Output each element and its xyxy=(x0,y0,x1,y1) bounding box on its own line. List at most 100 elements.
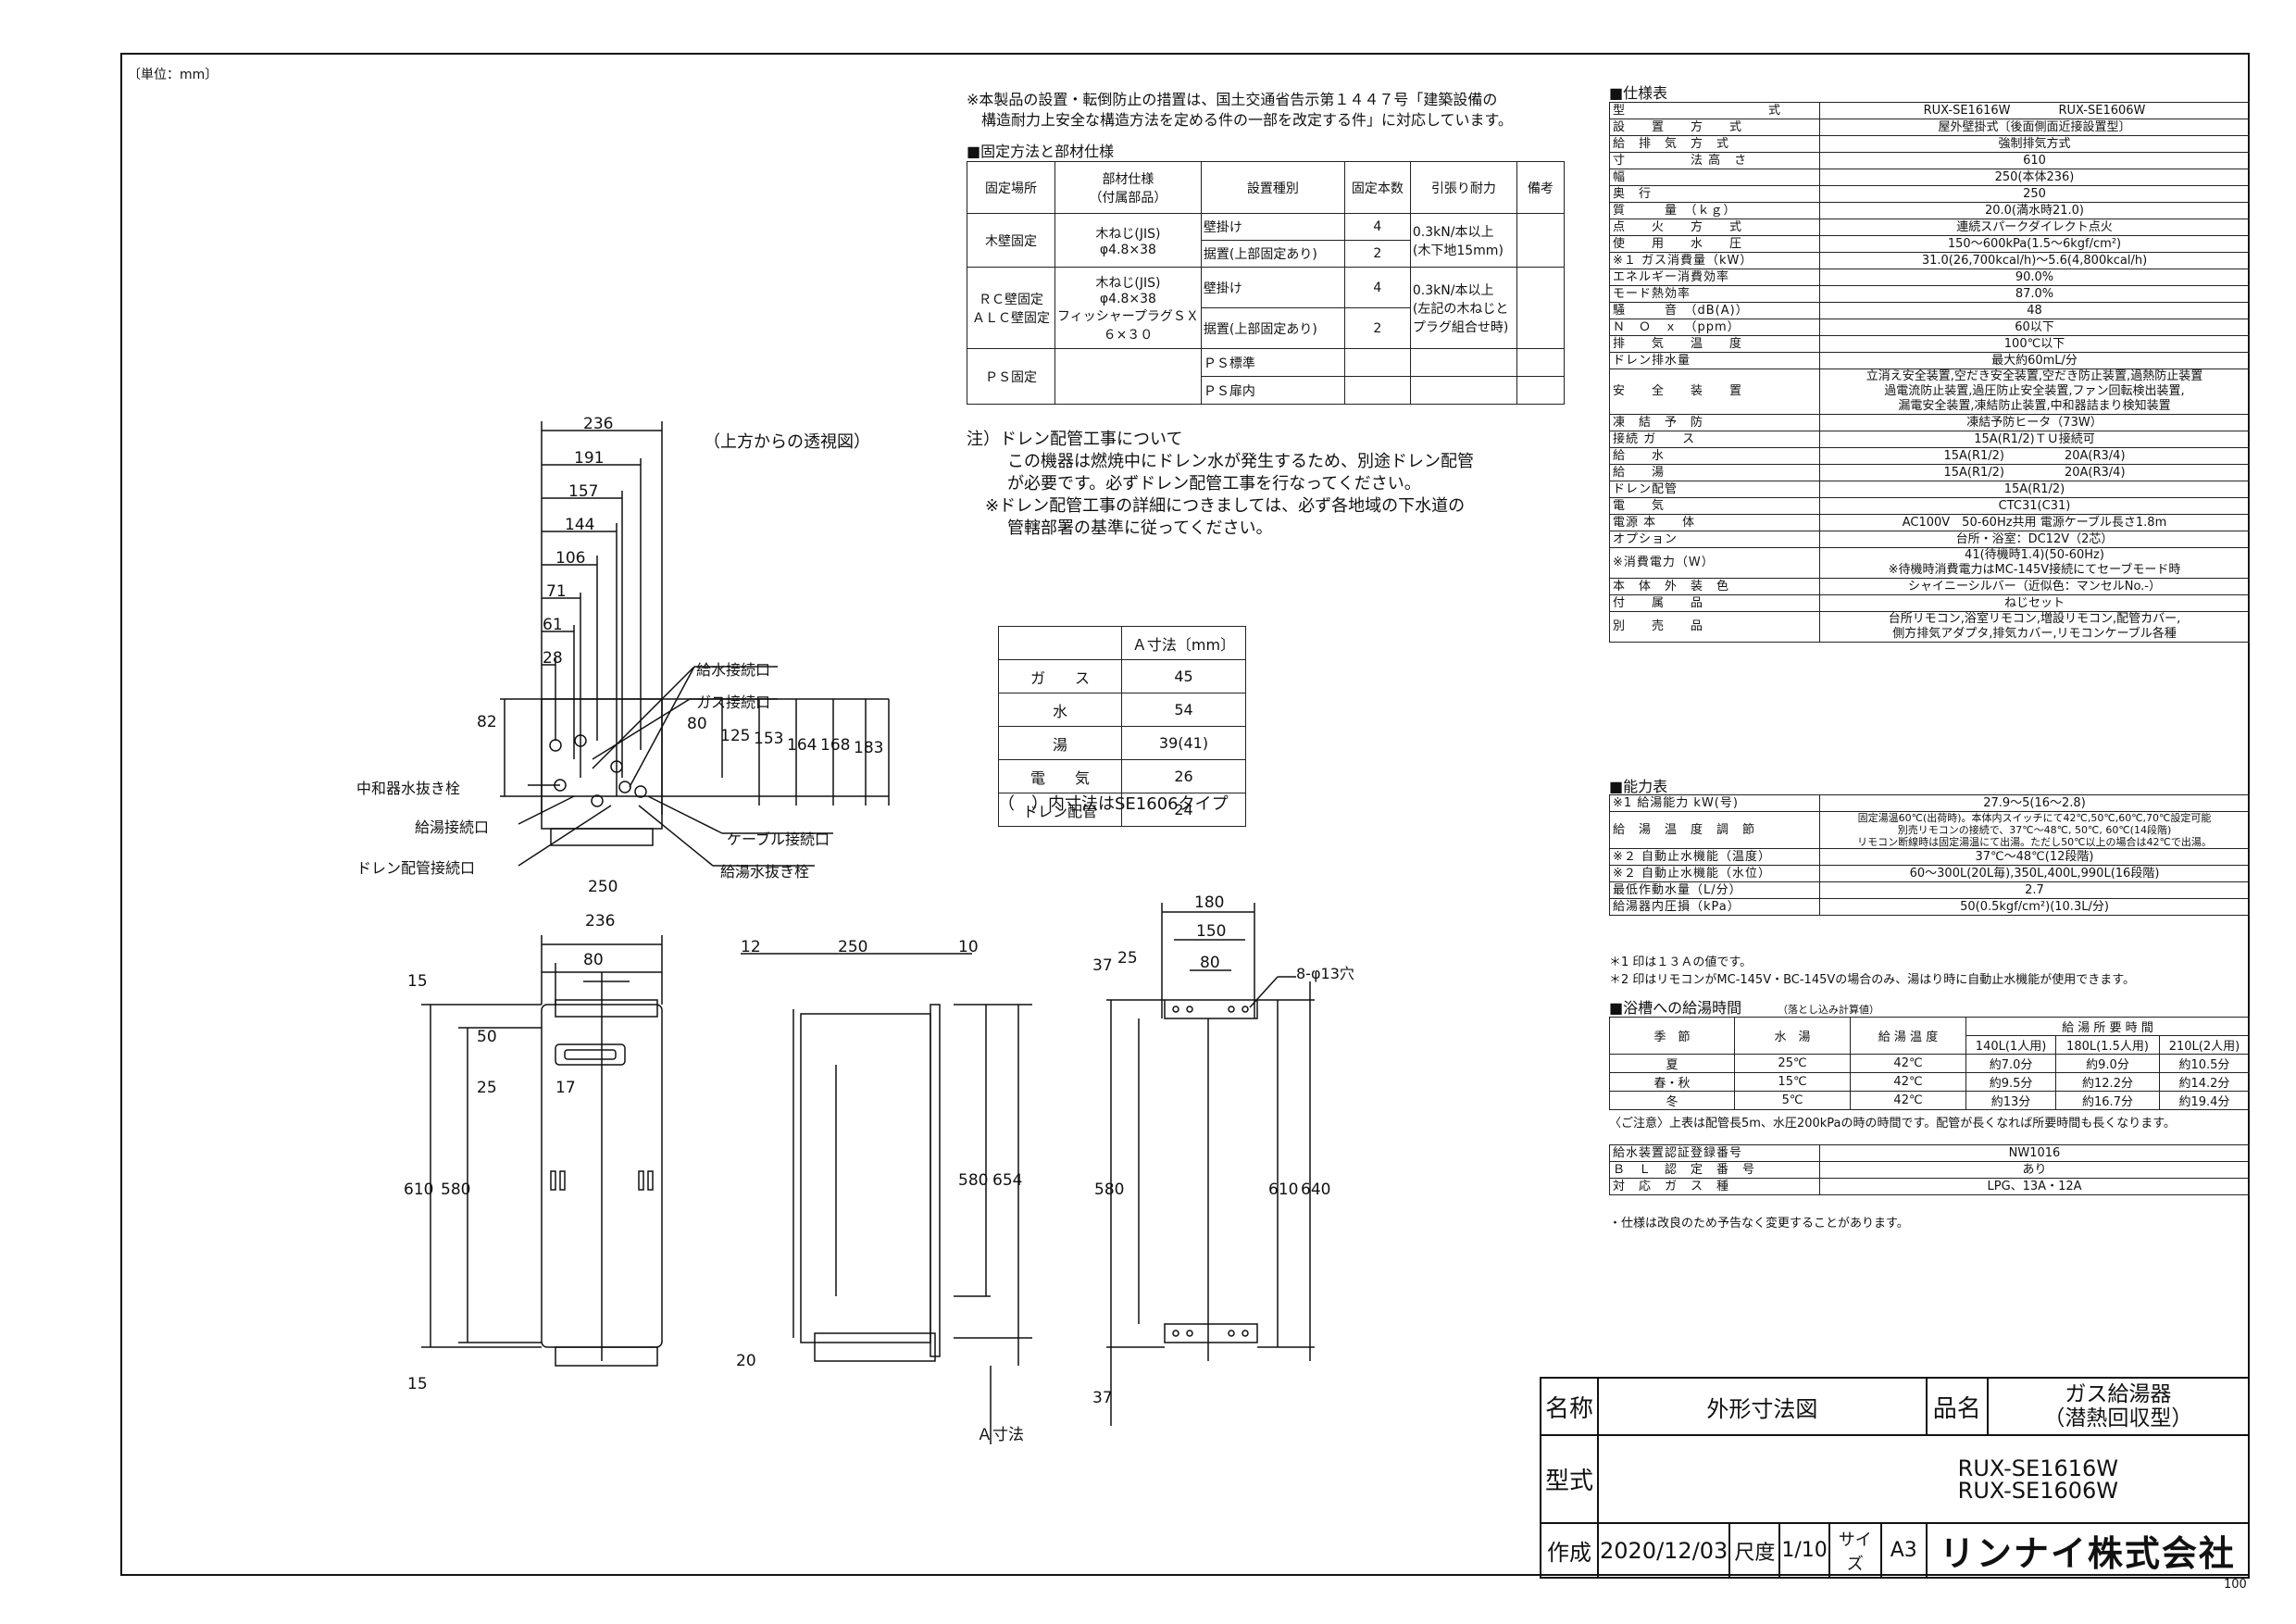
spec-row: ※１ ガス消費量（kW）31.0(26,700kcal/h)～5.6(4,800… xyxy=(1609,252,2250,269)
spec-row: 設 置 方 式屋外壁掛式〔後面側面近接設置型〕 xyxy=(1609,119,2250,136)
bath-cell: 25℃ xyxy=(1734,1054,1851,1073)
unit-note: 〔単位：mm〕 xyxy=(128,68,218,82)
model-label: 型式 xyxy=(1540,1434,1599,1524)
capacity-value: 2.7 xyxy=(1819,881,2250,899)
spec-label: ※１ ガス消費量（kW） xyxy=(1609,252,1820,269)
spec-label: 質 量 （ｋｇ） xyxy=(1609,202,1820,219)
dim-label: 37 xyxy=(1092,1389,1113,1407)
cert-value: あり xyxy=(1819,1161,2250,1179)
bath-cell: 約9.5分 xyxy=(1965,1072,2057,1092)
spec-row: 騒 音 （dB(A)）48 xyxy=(1609,302,2250,319)
spec-label: 排 気 温 度 xyxy=(1609,335,1820,353)
spec-label: 奥 行 xyxy=(1609,185,1820,203)
dim-label: 80 xyxy=(687,715,707,733)
bath-cell: 42℃ xyxy=(1850,1072,1966,1092)
dim-label: 164 xyxy=(787,736,817,755)
capacity-label: 給 湯 温 度 調 節 xyxy=(1609,811,1820,849)
a-item: ガ ス xyxy=(998,659,1122,693)
capacity-label: 給湯器内圧損（kPa） xyxy=(1609,898,1820,916)
bath-cell: 約14.2分 xyxy=(2158,1072,2251,1092)
bath-header: 水 湯 xyxy=(1734,1017,1851,1055)
model-1: RUX-SE1616W xyxy=(1957,1455,2118,1481)
scale: 1/10 xyxy=(1778,1522,1830,1579)
dim-label: 191 xyxy=(574,449,605,468)
fix-count: 4 xyxy=(1343,213,1411,241)
dim-label: 71 xyxy=(546,582,567,601)
product-name-1: ガス給湯器 xyxy=(2065,1382,2172,1406)
capacity-value: 60～300L(20L毎),350L,400L,990L(16段階) xyxy=(1819,865,2250,882)
fix-type: 壁掛け xyxy=(1200,267,1345,308)
spec-label: ドレン排水量 xyxy=(1609,352,1820,369)
spec-value: 強制排気方式 xyxy=(1819,135,2250,153)
spec-label: 給 水 xyxy=(1609,447,1820,465)
spec-label: 点 火 方 式 xyxy=(1609,219,1820,236)
label-supply-water: 給水接続口 xyxy=(696,661,771,679)
dim-label: 654 xyxy=(992,1171,1023,1190)
dim-label: 610 xyxy=(1268,1181,1299,1199)
dim-label: 80 xyxy=(583,951,604,969)
spec-label: 設 置 方 式 xyxy=(1609,119,1820,136)
drain-note-1: 注）ドレン配管工事について xyxy=(967,430,1183,449)
top-view-label: （上方からの透視図） xyxy=(704,432,870,452)
spec-value: 15A(R1/2) 20A(R3/4) xyxy=(1819,447,2250,465)
dim-label: 168 xyxy=(820,736,851,755)
spec-value: ねじセット xyxy=(1819,594,2250,612)
fix-count xyxy=(1343,376,1411,405)
model-names: RUX-SE1616W RUX-SE1606W xyxy=(1597,1434,2250,1524)
dim-label: 25 xyxy=(477,1079,497,1097)
spec-value: 48 xyxy=(1819,302,2250,319)
spec-label: 給 排 気 方 式 xyxy=(1609,135,1820,153)
spec-value: 立消え安全装置,空だき安全装置,空だき防止装置,過熱防止装置 過電流防止装置,過… xyxy=(1819,369,2250,415)
spec-label: ※消費電力（W） xyxy=(1609,547,1820,579)
fix-type: ＰＳ標準 xyxy=(1200,348,1345,377)
spec-label: Ｎ Ｏ ｘ （ppm） xyxy=(1609,319,1820,336)
drain-note-4: ※ドレン配管工事の詳細につきましては、必ず各地域の下水道の xyxy=(985,496,1466,516)
bath-cell: 夏 xyxy=(1609,1054,1735,1073)
dim-label: 580 xyxy=(1094,1181,1125,1199)
spec-label: 寸 法 高 さ xyxy=(1609,152,1820,169)
capacity-note-1: ＊1 印は１３Ａの値です。 xyxy=(1609,956,1753,969)
bath-table: 季 節 水 湯 給 湯 温 度 給 湯 所 要 時 間 140L(1人用) 18… xyxy=(1609,1017,2251,1110)
spec-value: 凍結予防ヒータ（73W） xyxy=(1819,414,2250,431)
spec-value: AC100V 50-60Hz共用 電源ケーブル長さ1.8m xyxy=(1819,514,2250,531)
dim-label: 610 xyxy=(404,1181,434,1199)
label-drain: ドレン配管接続口 xyxy=(356,859,476,877)
bath-cell: 約12.2分 xyxy=(2055,1072,2160,1092)
bath-header: 給 湯 温 度 xyxy=(1850,1017,1966,1055)
capacity-row: ※1 給湯能力 kW(号)27.9～5(16～2.8) xyxy=(1609,794,2250,812)
capacity-value: 27.9～5(16～2.8) xyxy=(1819,794,2250,812)
label-gas: ガス接続口 xyxy=(696,693,771,711)
spec-value: 610 xyxy=(1819,152,2250,169)
cert-row: Ｂ Ｌ 認 定 番 号あり xyxy=(1609,1161,2250,1179)
cert-label: Ｂ Ｌ 認 定 番 号 xyxy=(1609,1161,1820,1179)
product-name: ガス給湯器 （潜熱回収型） xyxy=(1986,1377,2251,1436)
a-item: 湯 xyxy=(998,726,1122,760)
size-label: サイズ xyxy=(1828,1522,1882,1579)
footer-note: ・仕様は改良のため予告なく変更することがあります。 xyxy=(1609,1217,1909,1230)
dim-label: 183 xyxy=(854,739,884,757)
dim-label: 640 xyxy=(1301,1181,1331,1199)
dim-label: 250 xyxy=(838,938,868,956)
cert-value: NW1016 xyxy=(1819,1144,2250,1162)
capacity-label: ※２ 自動止水機能（水位） xyxy=(1609,865,1820,882)
dim-label: 150 xyxy=(1196,922,1227,941)
spec-row: 点 火 方 式連続スパークダイレクト点火 xyxy=(1609,219,2250,236)
spec-value: 20.0(満水時21.0) xyxy=(1819,202,2250,219)
title-block: 名称 外形寸法図 品名 ガス給湯器 （潜熱回収型） 型式 RUX-SE1616W… xyxy=(1540,1377,2251,1579)
spec-label: 別 売 品 xyxy=(1609,611,1820,643)
fix-header: 引張り耐力 xyxy=(1409,161,1517,214)
dim-label: 157 xyxy=(568,482,599,501)
capacity-value: 固定湯温60℃(出荷時)。本体内スイッチにて42℃,50℃,60℃,70℃設定可… xyxy=(1819,811,2250,849)
dim-label: 50 xyxy=(477,1028,497,1046)
a-value: 54 xyxy=(1121,693,1246,727)
spec-row: Ｎ Ｏ ｘ （ppm）60以下 xyxy=(1609,319,2250,336)
spec-value: 15A(R1/2)ＴＵ接続可 xyxy=(1819,431,2250,448)
fix-part: 木ねじ(JIS) φ4.8×38 フィッシャープラグＳＸ ６×３０ xyxy=(1054,267,1202,349)
